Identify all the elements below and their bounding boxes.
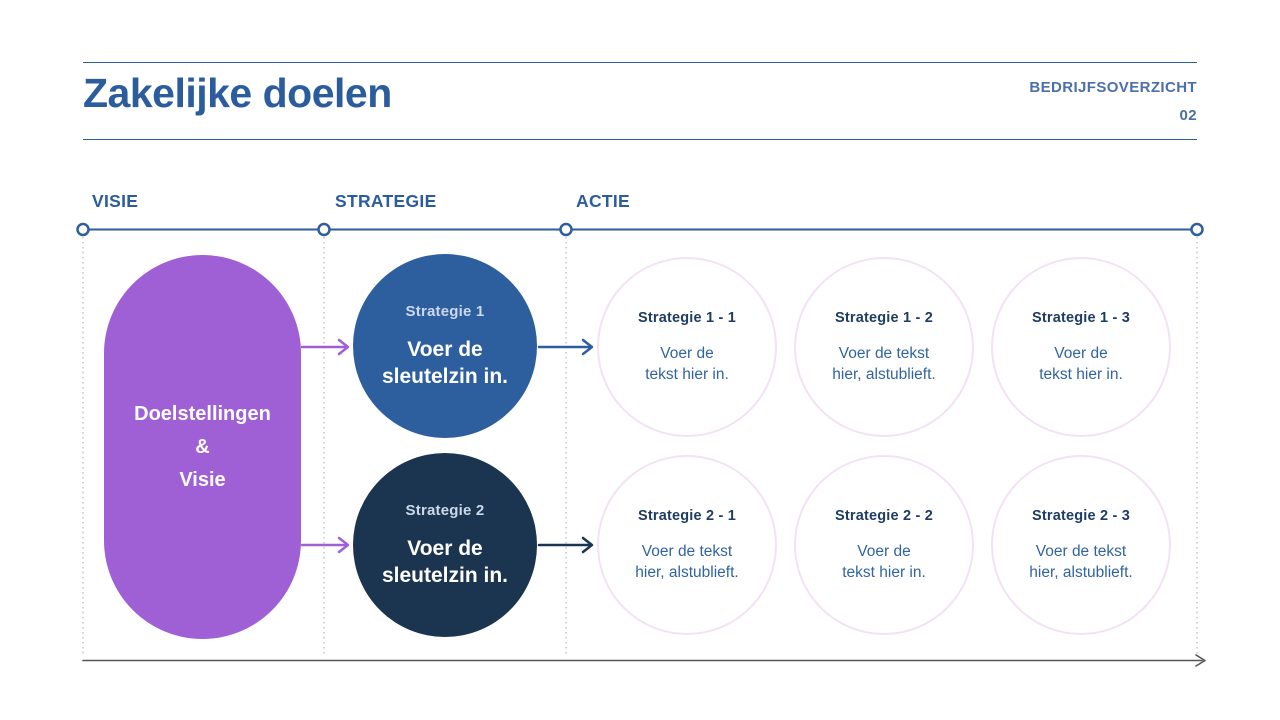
strategy-circle-1: Strategie 1 Voer de sleutelzin in. [353, 254, 537, 438]
action-text-line: tekst hier in. [1039, 365, 1123, 383]
action-circle-2-1: Strategie 2 - 1 Voer de tekst hier, alst… [597, 455, 777, 635]
action-text-line: Voer de tekst [1035, 542, 1127, 560]
column-label-actie: ACTIE [576, 191, 630, 211]
action-circle-1-2: Strategie 1 - 2 Voer de tekst hier, alst… [794, 257, 974, 437]
vision-pill-line: & [195, 435, 210, 458]
strategy-label: Strategie 1 [405, 302, 485, 320]
flow-arrow-strategy-2-actions [537, 536, 594, 554]
timeline-node [1190, 222, 1204, 237]
strategy-text-line: sleutelzin in. [381, 563, 509, 587]
timeline-node [76, 222, 90, 237]
action-circle-1-1: Strategie 1 - 1 Voer de tekst hier in. [597, 257, 777, 437]
action-text-line: Voer de tekst [838, 344, 930, 362]
header-rule-bottom [83, 139, 1197, 140]
action-text: Voer de tekst hier, alstublieft. [832, 343, 935, 385]
action-text: Voer de tekst hier, alstublieft. [1029, 541, 1132, 583]
action-label: Strategie 2 - 3 [1031, 507, 1131, 524]
header-rule-top [83, 62, 1197, 63]
strategy-circle-2: Strategie 2 Voer de sleutelzin in. [353, 453, 537, 637]
action-text: Voer de tekst hier in. [1039, 343, 1123, 385]
flow-arrow-vision-strategy-1 [300, 338, 350, 356]
strategy-text-line: Voer de [407, 536, 483, 560]
action-circle-2-2: Strategie 2 - 2 Voer de tekst hier in. [794, 455, 974, 635]
action-text-line: hier, alstublieft. [635, 563, 739, 581]
vision-pill-line: Doelstellingen [134, 402, 271, 425]
flow-arrow-vision-strategy-2 [300, 536, 350, 554]
strategy-text-line: Voer de [407, 337, 483, 361]
action-label: Strategie 1 - 2 [834, 309, 934, 326]
strategy-label: Strategie 2 [405, 501, 485, 519]
action-text-line: hier, alstublieft. [832, 365, 936, 383]
bottom-axis-arrow [82, 654, 1206, 667]
flow-arrow-strategy-1-actions [537, 338, 594, 356]
action-text-line: Voer de [660, 344, 714, 362]
header-meta: BEDRIJFSOVERZICHT 02 [1029, 74, 1197, 130]
action-label: Strategie 1 - 3 [1031, 309, 1131, 326]
page-number: 02 [1179, 107, 1197, 124]
strategy-text: Voer de sleutelzin in. [382, 336, 508, 390]
timeline-node [317, 222, 331, 237]
action-text: Voer de tekst hier, alstublieft. [635, 541, 738, 583]
action-label: Strategie 1 - 1 [637, 309, 737, 326]
action-label: Strategie 2 - 2 [834, 507, 934, 524]
vision-pill: Doelstellingen & Visie [104, 255, 301, 639]
action-circle-1-3: Strategie 1 - 3 Voer de tekst hier in. [991, 257, 1171, 437]
page-title: Zakelijke doelen [83, 70, 392, 116]
vision-pill-line: Visie [179, 468, 226, 491]
action-text: Voer de tekst hier in. [645, 343, 729, 385]
column-label-strategie: STRATEGIE [335, 191, 437, 211]
timeline-node [559, 222, 573, 237]
action-text-line: Voer de tekst [641, 542, 733, 560]
action-text-line: tekst hier in. [645, 365, 729, 383]
column-label-visie: VISIE [92, 191, 139, 211]
strategy-text: Voer de sleutelzin in. [382, 535, 508, 589]
action-text-line: hier, alstublieft. [1029, 563, 1133, 581]
eyebrow-label: BEDRIJFSOVERZICHT [1029, 79, 1197, 96]
action-circle-2-3: Strategie 2 - 3 Voer de tekst hier, alst… [991, 455, 1171, 635]
action-text: Voer de tekst hier in. [842, 541, 926, 583]
strategy-text-line: sleutelzin in. [381, 364, 509, 388]
action-label: Strategie 2 - 1 [637, 507, 737, 524]
action-text-line: Voer de [1054, 344, 1108, 362]
action-text-line: tekst hier in. [842, 563, 926, 581]
action-text-line: Voer de [857, 542, 911, 560]
